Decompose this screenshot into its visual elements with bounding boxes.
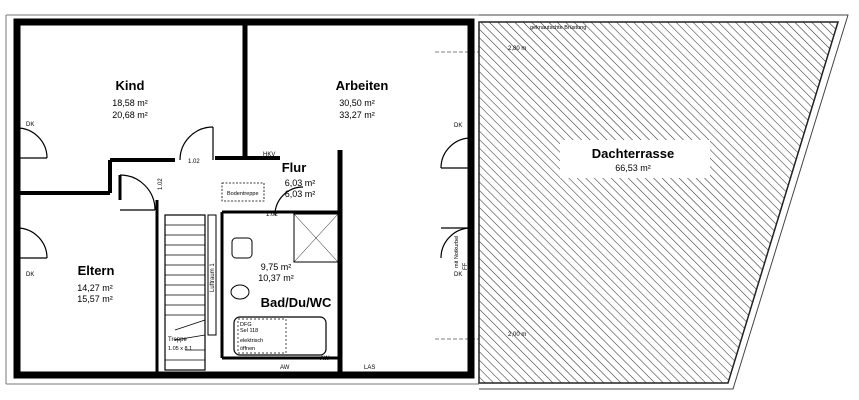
terrace-outline: [479, 14, 849, 390]
room-terrasse-name: Dachterrasse: [592, 146, 674, 161]
dk-label-arbeiten: DK: [454, 123, 462, 129]
door-swings: [16, 126, 472, 259]
door-label-eltern: 1.02: [158, 178, 164, 190]
room-eltern-area2: 15,57 m²: [77, 294, 113, 304]
room-arbeiten-name: Arbeiten: [336, 78, 389, 93]
room-eltern-area1: 14,27 m²: [77, 283, 113, 293]
hkv-label: HKV: [263, 152, 275, 158]
room-bad-area1: 9,75 m²: [261, 262, 292, 272]
door-label-kind: 1.02: [188, 159, 200, 165]
room-arbeiten-area1: 30,50 m²: [339, 98, 375, 108]
gebaeude-label: geknautschte Brüstung: [530, 25, 586, 31]
dim-bottom-label: 2,00 m: [508, 332, 526, 338]
room-bad-area2: 10,37 m²: [258, 273, 294, 283]
bodentreppe-hatch: [221, 182, 265, 202]
las-label: LAS: [364, 365, 375, 371]
treppe-size-label: 1.05 x 8.1: [168, 346, 192, 352]
room-kind-area1: 18,58 m²: [112, 98, 148, 108]
staircase: [164, 214, 206, 371]
room-arbeiten-area2: 33,27 m²: [339, 110, 375, 120]
dk-label-eltern: DK: [26, 272, 34, 278]
bodentreppe-label: Bodentreppe: [227, 191, 259, 197]
bath-window-box: [237, 318, 287, 354]
bath-note-4: öffnen: [240, 346, 255, 352]
bath-note-3: elektrisch: [240, 338, 263, 344]
aw-label-2: AW: [320, 356, 330, 362]
dk-label-kind: DK: [26, 122, 34, 128]
bathtub: [233, 316, 327, 356]
shower: [293, 213, 339, 263]
terrace-area: [478, 21, 840, 384]
notkurbel-label: mit Notkurbel: [454, 236, 460, 268]
luftraum-strip: [207, 214, 217, 336]
stair-steps: [165, 224, 206, 361]
room-terrasse-area1: 66,53 m²: [615, 163, 651, 173]
shower-diag2: [293, 213, 339, 263]
room-kind-name: Kind: [116, 78, 145, 93]
ff-label: FF: [463, 262, 469, 270]
room-flur-area1: 6,03 m²: [285, 178, 316, 188]
bath-note-1: DFG: [240, 322, 252, 328]
luftraum-label: Luftraum 1: [210, 263, 216, 292]
sink: [231, 237, 253, 259]
room-eltern-name: Eltern: [78, 263, 115, 278]
room-flur-name: Flur: [282, 160, 307, 175]
treppe-label: Treppe: [168, 337, 187, 343]
room-bad-name: Bad/Du/WC: [261, 295, 332, 310]
toilet: [230, 284, 250, 300]
door-label-flur: 1.02: [266, 212, 278, 218]
bath-note-2: Sel 118: [240, 328, 258, 334]
room-kind-area2: 20,68 m²: [112, 110, 148, 120]
aw-label-1: AW: [280, 365, 290, 371]
room-flur-area2: 6,03 m²: [285, 189, 316, 199]
dk-label-arbeiten-2: DK: [454, 272, 462, 278]
terrace-label-bg: [560, 140, 710, 178]
dim-top-label: 2,80 m: [508, 46, 526, 52]
